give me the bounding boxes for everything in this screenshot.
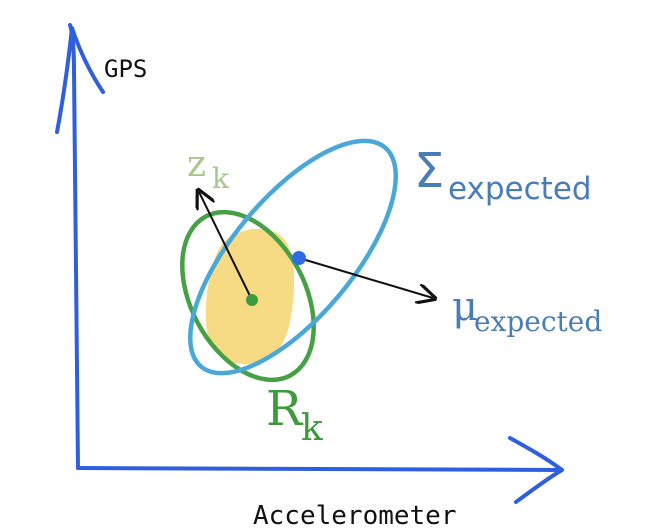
measurement-label-z: z k — [187, 144, 230, 195]
sigma-sub-text: expected — [448, 171, 592, 207]
sigma-base-text: Σ — [414, 143, 444, 199]
measurement-covariance-label: R k — [266, 381, 324, 449]
x-axis-arrowhead — [508, 436, 564, 504]
x-axis — [76, 466, 562, 472]
mu-sub-text: expected — [474, 305, 602, 338]
y-axis — [68, 23, 80, 470]
measurement-vector-arrow — [199, 192, 253, 301]
expected-covariance-ellipse — [187, 138, 399, 376]
r-base-text: R — [266, 381, 304, 437]
z-base-text: z — [187, 144, 206, 185]
sigma-expected-label: Σ expected — [414, 143, 592, 207]
y-axis-arrowhead — [55, 26, 105, 134]
mu-expected-label: μ expected — [452, 284, 602, 338]
mu-base-text: μ — [452, 284, 478, 330]
expected-mean-point — [292, 251, 306, 265]
z-sub-text: k — [212, 162, 230, 195]
expected-mean-arrow — [298, 257, 433, 298]
r-sub-text: k — [301, 408, 324, 449]
measurement-point — [246, 294, 258, 306]
x-axis-label: Accelerometer — [253, 501, 457, 530]
y-axis-label: GPS — [104, 55, 147, 83]
measurement-ellipse — [180, 209, 316, 383]
